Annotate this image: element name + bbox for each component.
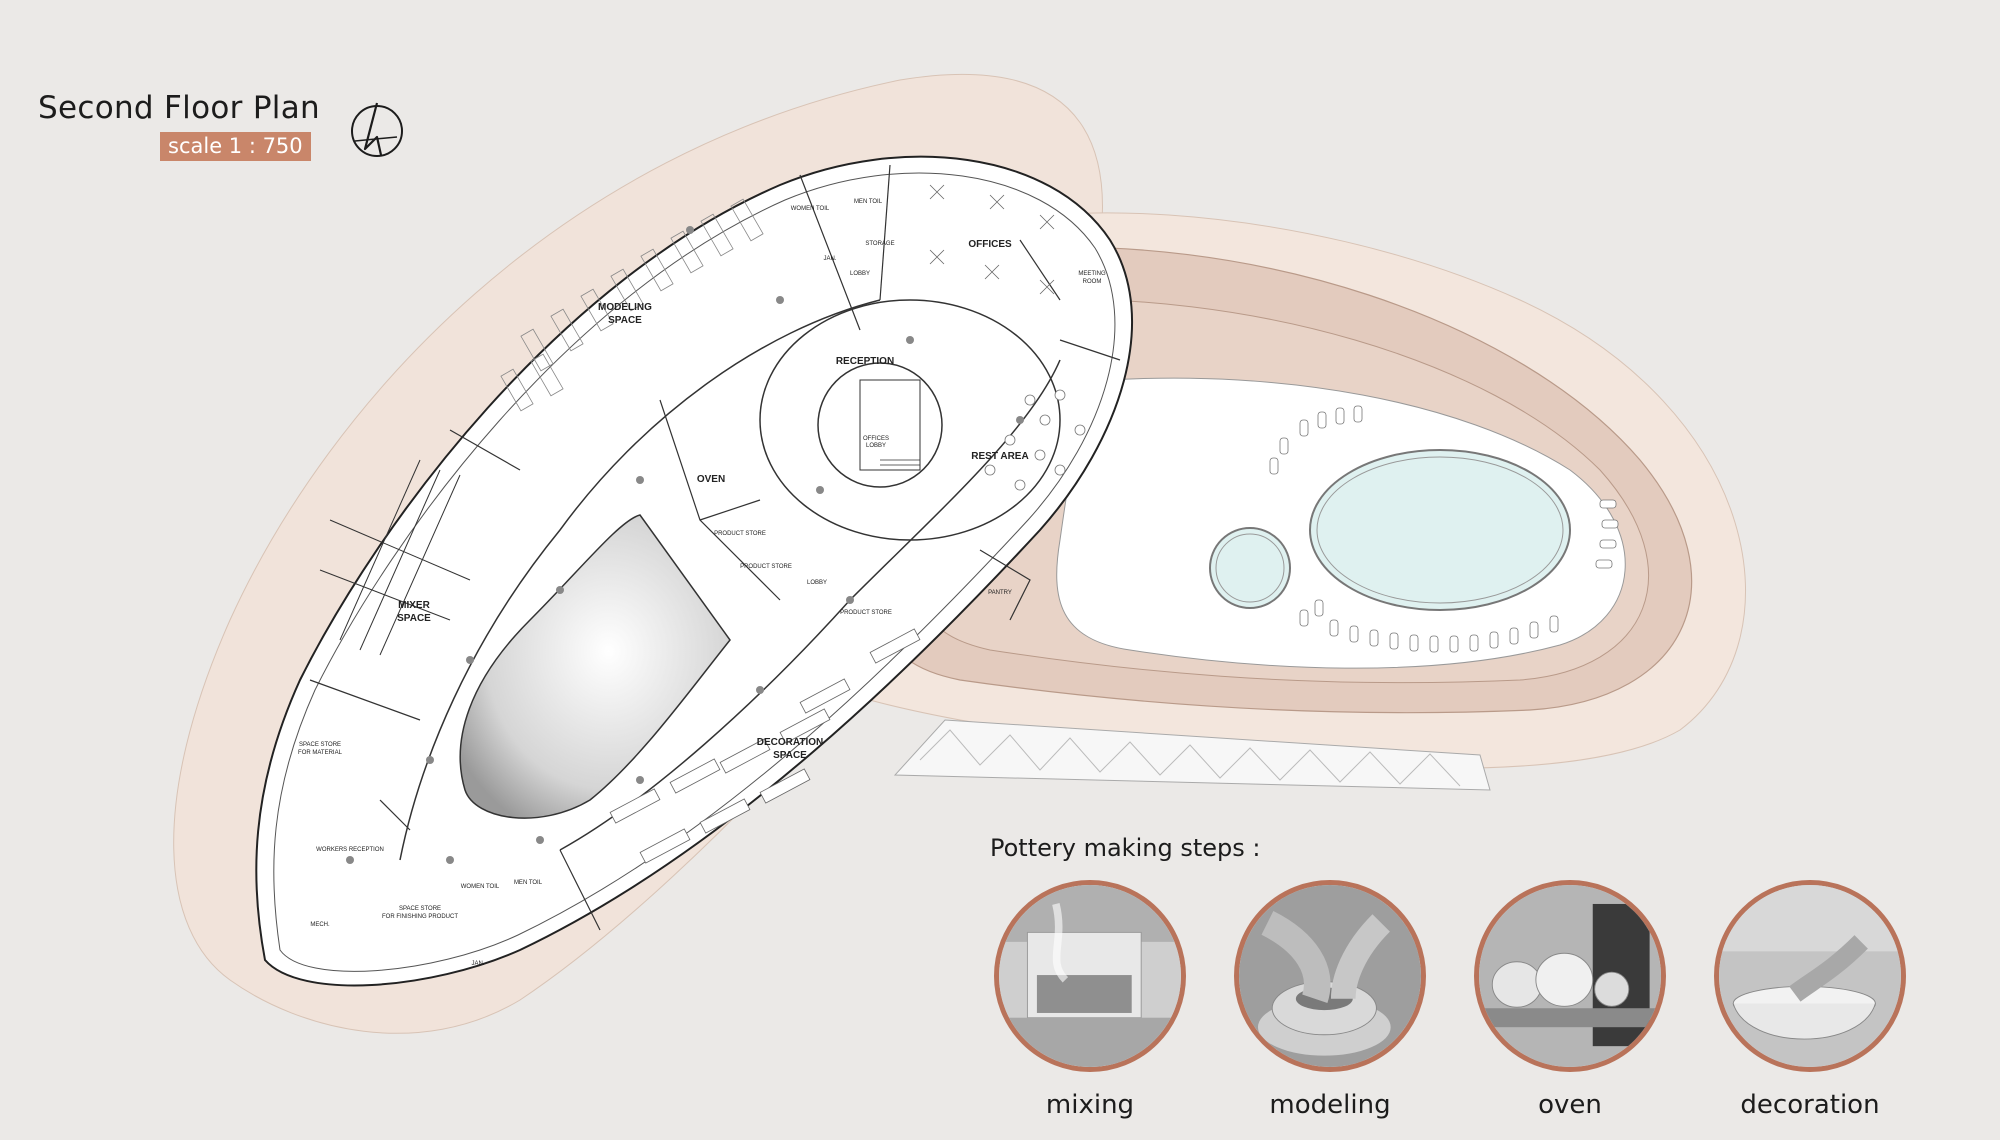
decoration-label: decoration [1740, 1090, 1880, 1120]
meeting-room-label-2: ROOM [1083, 279, 1102, 285]
large-pool-edge [1316, 456, 1564, 604]
north-arrow-icon [351, 102, 403, 157]
space-store-finishing-label-2: FOR FINISHING PRODUCT [382, 914, 458, 920]
mixer-furniture [319, 459, 471, 656]
small-pool [1209, 527, 1291, 609]
storage-label: STORAGE [865, 241, 894, 247]
step-decoration: decoration [1710, 880, 1910, 1130]
rest-area-label: REST AREA [971, 451, 1028, 462]
men-toil-label-2: MEN TOIL [514, 880, 543, 886]
mixer-space-label-2: SPACE [397, 613, 431, 624]
pantry-label: PANTRY [988, 590, 1012, 596]
scale-badge: scale 1 : 750 [160, 132, 311, 161]
product-store-label-1: PRODUCT STORE [714, 531, 766, 537]
rest-area-furniture [984, 389, 1086, 491]
lobby-label-2: LOBBY [807, 580, 827, 586]
decoration-space-label-2: SPACE [773, 750, 807, 761]
room-partitions [309, 164, 1121, 931]
atrium-void [459, 514, 731, 819]
lobby-label: LOBBY [850, 271, 870, 277]
structural-columns [346, 226, 1024, 864]
modeling-space-label-2: SPACE [608, 315, 642, 326]
offices-label: OFFICES [968, 239, 1012, 250]
step-mixing: mixing [990, 880, 1190, 1130]
page-title: Second Floor Plan [38, 90, 320, 126]
modeling-photo [1234, 880, 1426, 1072]
workers-reception-label: WORKERS RECEPTION [316, 847, 384, 853]
meeting-room-label-1: MEETING [1078, 271, 1106, 277]
decoration-space-label-1: DECORATION [757, 737, 823, 748]
space-store-material-label-1: SPACE STORE [299, 742, 341, 748]
large-pool [1309, 449, 1571, 611]
oven-label: OVEN [697, 474, 725, 485]
step-oven: oven [1470, 880, 1670, 1130]
space-store-material-label-2: FOR MATERIAL [298, 750, 343, 756]
mixer-space-label-1: MIXER [398, 600, 430, 611]
core-ring [817, 362, 943, 488]
steps-title: Pottery making steps : [990, 834, 1261, 862]
modeling-furniture [500, 198, 764, 412]
product-store-label-2: PRODUCT STORE [740, 564, 792, 570]
modeling-label: modeling [1269, 1090, 1391, 1120]
jan-label: JAN. [823, 256, 836, 262]
decoration-photo [1714, 880, 1906, 1072]
modeling-space-label-1: MODELING [598, 302, 652, 313]
women-toil-label-2: WOMEN TOIL [461, 884, 500, 890]
offices-lobby-label-1: OFFICES [863, 436, 889, 442]
room-labels: MODELING SPACE OFFICES RECEPTION REST AR… [298, 199, 1106, 967]
mech-label: MECH. [310, 922, 330, 928]
women-toil-label: WOMEN TOIL [791, 206, 830, 212]
step-modeling: modeling [1230, 880, 1430, 1130]
canopy-triangles [919, 729, 1461, 787]
oven-label-caption: oven [1538, 1090, 1602, 1120]
oven-photo [1474, 880, 1666, 1072]
small-pool-edge [1215, 533, 1285, 603]
mixing-photo [994, 880, 1186, 1072]
office-furniture [929, 184, 1055, 295]
core-stairs [880, 459, 920, 471]
decoration-furniture [609, 628, 921, 864]
reception-label: RECEPTION [836, 356, 894, 367]
jan-label-2: JAN. [471, 961, 484, 967]
pool-loungers [1269, 405, 1619, 653]
triangular-canopy [893, 719, 1491, 791]
product-store-label-3: PRODUCT STORE [840, 610, 892, 616]
mixing-label: mixing [1045, 1090, 1135, 1120]
space-store-finishing-label-1: SPACE STORE [399, 906, 441, 912]
offices-lobby-label-2: LOBBY [866, 443, 886, 449]
men-toil-label: MEN TOIL [854, 199, 883, 205]
